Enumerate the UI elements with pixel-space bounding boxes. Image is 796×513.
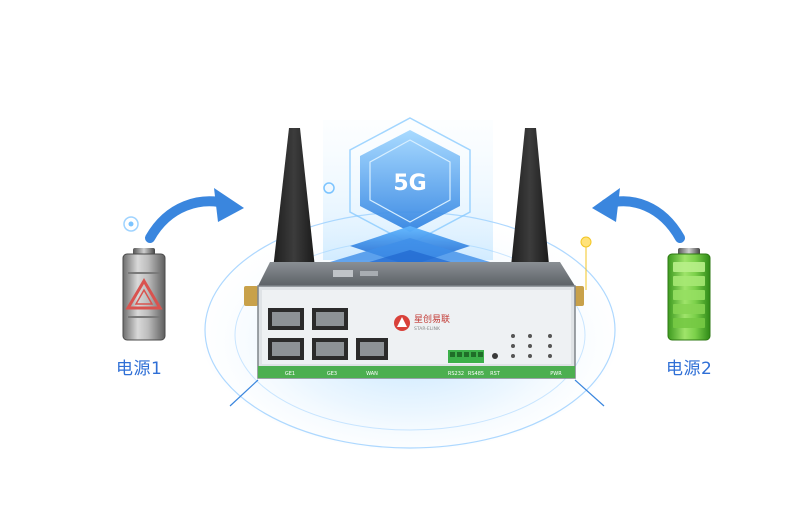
status-leds — [511, 334, 552, 358]
wan-port — [356, 338, 388, 360]
terminal-block — [448, 350, 484, 363]
green-strip — [258, 366, 575, 378]
wan-label: WAN — [366, 371, 378, 377]
brand-logo-icon — [394, 315, 410, 331]
arrow-left-icon — [145, 188, 244, 243]
deco-circle — [123, 216, 139, 232]
ge3-label: GE3 — [327, 371, 337, 377]
warning-triangle-icon — [125, 278, 163, 310]
router-device: 星创易联 STAR-ELINK GE1 GE3 WAN RS232 RS485 … — [257, 262, 576, 379]
brand-sub: STAR-ELINK — [414, 326, 441, 332]
rs485-label: RS485 — [468, 371, 484, 377]
brand-name: 星创易联 — [414, 313, 450, 325]
battery-empty-icon — [122, 248, 166, 341]
rst-label: RST — [490, 371, 501, 377]
power2-label: 电源2 — [666, 359, 713, 379]
arrow-right-icon — [592, 188, 685, 243]
deco-line — [229, 379, 259, 407]
ge1-label: GE1 — [285, 371, 295, 377]
deco-circle — [580, 236, 592, 248]
5g-label: 5G — [393, 171, 426, 196]
5g-hexagon-icon: 5G — [349, 117, 471, 245]
battery-full-icon — [667, 248, 711, 341]
deco-circle — [128, 221, 134, 227]
deco-circle — [323, 182, 335, 194]
deco-line — [574, 379, 605, 407]
pwr-label: PWR — [550, 371, 562, 377]
lan-ports — [268, 308, 348, 360]
power1-label: 电源1 — [116, 359, 163, 379]
rs232-label: RS232 — [448, 371, 464, 377]
reset-button — [492, 353, 498, 359]
